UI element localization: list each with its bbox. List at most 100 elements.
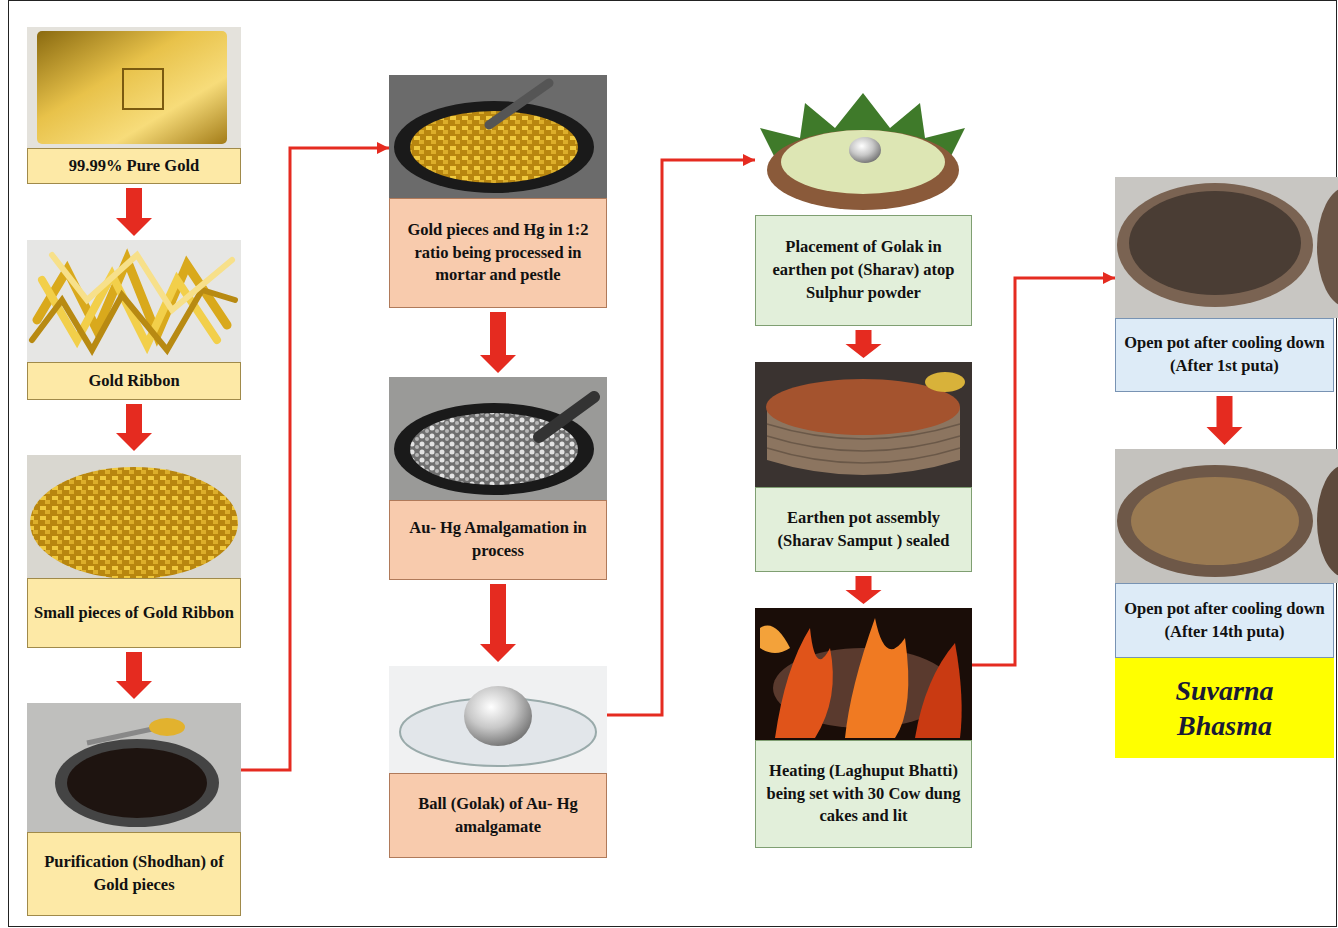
step-caption: Suvarna Bhasma — [1115, 658, 1334, 758]
step-caption: Ball (Golak) of Au- Hg amalgamate — [389, 773, 607, 858]
glove — [925, 372, 965, 392]
photo-ground — [389, 666, 607, 773]
second-pot — [1317, 465, 1338, 577]
caption-text: Open pot after cooling down (After 14th … — [1122, 598, 1327, 644]
caption-text: Purification (Shodhan) of Gold pieces — [34, 851, 234, 897]
spoon-gold — [149, 718, 185, 736]
caption-text: Open pot after cooling down (After 1st p… — [1122, 332, 1327, 378]
bent-arrow — [607, 160, 755, 715]
gold-bar — [37, 31, 227, 144]
fire-photo — [755, 608, 972, 740]
sulphur-powder — [781, 130, 945, 194]
process-step: 99.99% Pure Gold — [27, 27, 241, 184]
bhasma-powder — [1131, 477, 1299, 565]
step-caption: Gold pieces and Hg in 1:2 ratio being pr… — [389, 198, 607, 308]
process-step: Gold Ribbon — [27, 240, 241, 400]
photo-area — [27, 27, 241, 148]
step-caption: Heating (Laghuput Bhatti) being set with… — [755, 740, 972, 848]
amalgam-photo — [389, 377, 607, 500]
step-caption: Au- Hg Amalgamation in process — [389, 500, 607, 580]
caption-text: Gold Ribbon — [88, 370, 179, 393]
bar-stamp — [123, 69, 163, 109]
photo-area — [1115, 177, 1334, 318]
photo-area — [27, 703, 241, 832]
process-step: Purification (Shodhan) of Gold pieces — [27, 703, 241, 916]
pestle — [539, 397, 594, 437]
amalgam-ball — [464, 686, 532, 746]
dark-liquid — [67, 748, 207, 818]
caption-text: Au- Hg Amalgamation in process — [396, 517, 600, 563]
photo-ground — [755, 608, 972, 740]
gold-ribbon-photo — [27, 240, 241, 362]
block-arrow — [846, 330, 882, 358]
block-arrow — [480, 312, 516, 373]
photo-ground — [755, 88, 972, 215]
purification-photo — [27, 703, 241, 832]
process-step: Au- Hg Amalgamation in process — [389, 377, 607, 580]
block-arrow — [1207, 396, 1243, 445]
photo-ground — [1115, 177, 1338, 318]
step-caption: Gold Ribbon — [27, 362, 241, 400]
photo-area — [1115, 449, 1334, 583]
golak-photo — [389, 666, 607, 773]
process-step: Ball (Golak) of Au- Hg amalgamate — [389, 666, 607, 858]
gold-heap — [30, 467, 238, 578]
step-caption: Small pieces of Gold Ribbon — [27, 578, 241, 648]
mortar — [394, 101, 594, 193]
block-arrow — [116, 652, 152, 699]
photo-ground — [389, 75, 607, 198]
process-step: Open pot after cooling down (After 1st p… — [1115, 177, 1334, 392]
block-arrow — [116, 188, 152, 236]
photo-ground — [755, 362, 972, 487]
golak — [849, 137, 881, 163]
block-arrow — [480, 584, 516, 662]
result-box: Suvarna Bhasma — [1115, 658, 1334, 758]
photo-ground — [27, 240, 241, 362]
photo-area — [389, 666, 607, 773]
pot-interior — [1129, 191, 1301, 295]
spoon-handle — [87, 728, 157, 743]
gold-pieces-photo — [27, 455, 241, 578]
photo-ground — [27, 455, 241, 578]
photo-ground — [1115, 449, 1338, 583]
bent-arrow — [241, 148, 389, 770]
caption-text: Small pieces of Gold Ribbon — [34, 602, 234, 625]
process-step: Heating (Laghuput Bhatti) being set with… — [755, 608, 972, 848]
sealed-pot-photo — [755, 362, 972, 487]
step-caption: 99.99% Pure Gold — [27, 148, 241, 184]
photo-area — [389, 377, 607, 500]
process-step: Open pot after cooling down (After 14th … — [1115, 449, 1334, 658]
caption-text: Heating (Laghuput Bhatti) being set with… — [762, 760, 965, 828]
photo-area — [755, 362, 972, 487]
photo-area — [27, 240, 241, 362]
caption-text: Ball (Golak) of Au- Hg amalgamate — [396, 793, 600, 839]
result-text: Suvarna Bhasma — [1155, 673, 1295, 743]
process-step: Placement of Golak in earthen pot (Shara… — [755, 88, 972, 326]
step-caption: Open pot after cooling down (After 1st p… — [1115, 318, 1334, 392]
process-step: Small pieces of Gold Ribbon — [27, 455, 241, 648]
caption-text: Gold pieces and Hg in 1:2 ratio being pr… — [396, 219, 600, 287]
flames — [760, 618, 962, 738]
photo-ground — [27, 703, 241, 832]
pestle — [489, 83, 549, 125]
pot-rim — [1117, 183, 1313, 307]
step-caption: Purification (Shodhan) of Gold pieces — [27, 832, 241, 916]
photo-area — [755, 608, 972, 740]
photo-area — [389, 75, 607, 198]
bhasma-pot-photo — [1115, 449, 1338, 583]
caption-text: Earthen pot assembly (Sharav Samput ) se… — [762, 507, 965, 553]
earthen-pot — [767, 130, 959, 210]
caption-text: 99.99% Pure Gold — [69, 155, 199, 178]
second-pot — [1317, 187, 1338, 307]
step-caption: Open pot after cooling down (After 14th … — [1115, 583, 1334, 658]
pot-rim — [1117, 465, 1313, 577]
ribbon-strips — [32, 255, 235, 350]
process-step: Earthen pot assembly (Sharav Samput ) se… — [755, 362, 972, 572]
step-caption: Earthen pot assembly (Sharav Samput ) se… — [755, 487, 972, 572]
step-caption: Placement of Golak in earthen pot (Shara… — [755, 215, 972, 326]
sulphur-pot-photo — [755, 88, 972, 215]
block-arrow — [116, 404, 152, 451]
bent-arrow — [972, 278, 1115, 665]
